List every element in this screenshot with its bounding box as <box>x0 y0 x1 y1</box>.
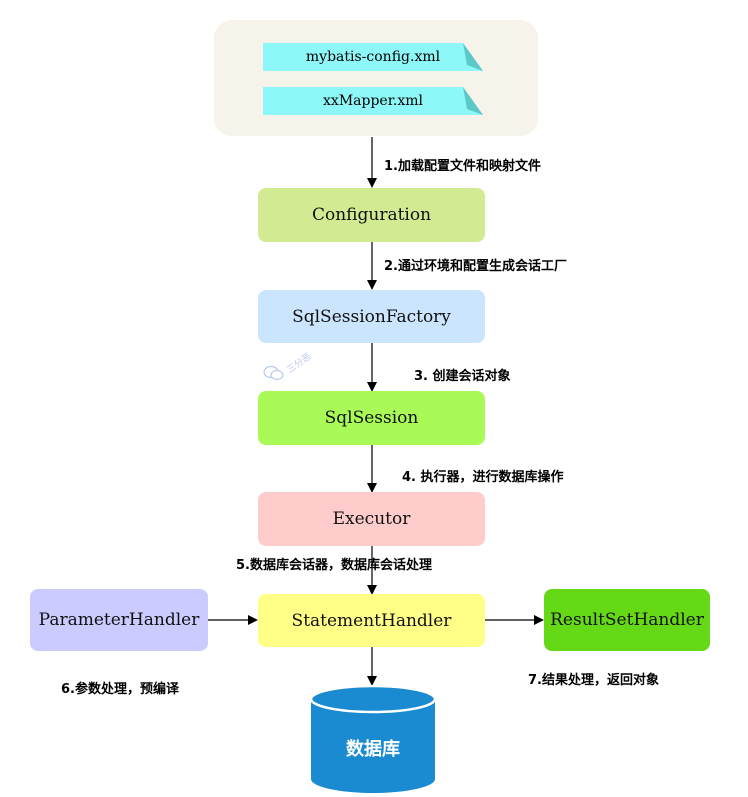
step-5-label: 5.数据库会话器，数据库会话处理 <box>236 558 432 573</box>
configuration-node: Configuration <box>258 188 485 242</box>
mapper-file: xxMapper.xml <box>263 87 483 115</box>
config-files-group <box>214 20 538 136</box>
executor-label: Executor <box>332 509 411 529</box>
step-6-label: 6.参数处理，预编译 <box>61 682 179 697</box>
executor-node: Executor <box>258 492 485 546</box>
sql-session-label: SqlSession <box>324 408 419 428</box>
database-cylinder-icon <box>310 685 436 793</box>
step-2-label: 2.通过环境和配置生成会话工厂 <box>384 259 567 274</box>
document-icon <box>263 87 483 115</box>
configuration-label: Configuration <box>311 205 432 225</box>
resultset-handler-label: ResultSetHandler <box>550 610 704 630</box>
mapper-file-label: xxMapper.xml <box>323 93 423 109</box>
step-1-label: 1.加载配置文件和映射文件 <box>384 159 541 174</box>
chat-bubble-icon <box>263 365 284 381</box>
sql-session-factory-label: SqlSessionFactory <box>292 306 451 327</box>
statement-handler-node: StatementHandler <box>258 594 485 647</box>
step-4-label: 4. 执行器，进行数据库操作 <box>402 470 564 485</box>
document-icon <box>263 43 483 71</box>
mybatis-config-file: mybatis-config.xml <box>263 43 483 71</box>
resultset-handler-node: ResultSetHandler <box>544 589 710 651</box>
database-label: 数据库 <box>346 739 400 760</box>
sql-session-factory-node: SqlSessionFactory <box>258 290 485 343</box>
sql-session-node: SqlSession <box>258 391 485 445</box>
step-3-label: 3. 创建会话对象 <box>414 369 511 384</box>
parameter-handler-node: ParameterHandler <box>30 589 208 651</box>
mybatis-config-label: mybatis-config.xml <box>305 49 441 65</box>
parameter-handler-label: ParameterHandler <box>38 610 200 630</box>
statement-handler-label: StatementHandler <box>291 610 452 631</box>
step-7-label: 7.结果处理，返回对象 <box>528 673 659 688</box>
